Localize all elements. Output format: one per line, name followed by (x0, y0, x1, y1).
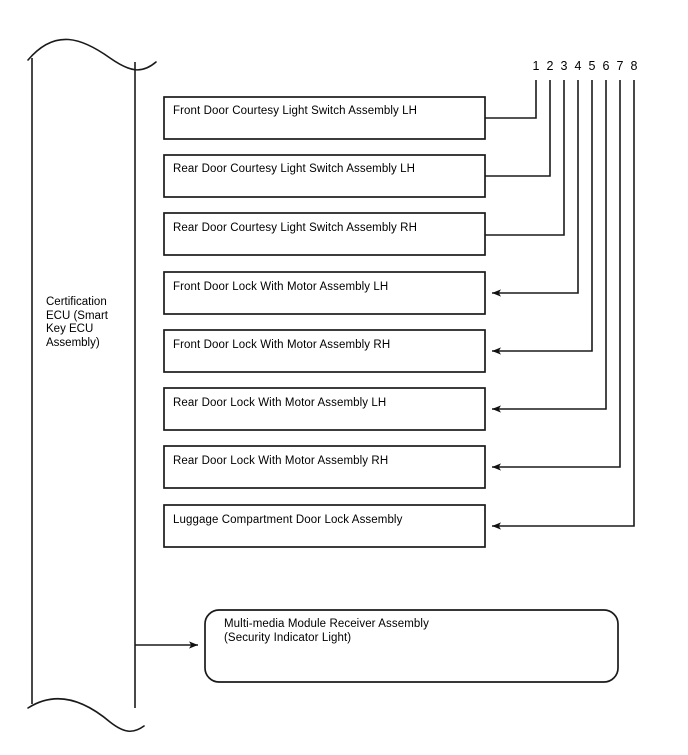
connector-number-1: 1 (532, 59, 540, 73)
multimedia-box (135, 609, 619, 683)
multimedia-label-line-1: Multi-media Module Receiver Assembly (224, 618, 429, 630)
ecu-title: Certification ECU (Smart Key ECU Assembl… (46, 296, 132, 350)
multimedia-label-line-2: (Security Indicator Light) (224, 632, 352, 644)
connector-number-3: 3 (560, 59, 568, 73)
ecu-title-line-4: Assembly) (46, 336, 100, 349)
connector-lines-in (492, 80, 635, 530)
connector-number-7: 7 (616, 59, 624, 73)
ecu-title-line-1: Certification (46, 296, 107, 308)
component-label-front-door-lock-motor-rh: Front Door Lock With Motor Assembly RH (173, 339, 391, 351)
component-label-luggage-compartment-door-lock: Luggage Compartment Door Lock Assembly (173, 514, 403, 526)
connector-number-2: 2 (546, 59, 554, 73)
component-label-rear-door-lock-motor-rh: Rear Door Lock With Motor Assembly RH (173, 455, 389, 467)
component-label-rear-door-lock-motor-lh: Rear Door Lock With Motor Assembly LH (173, 397, 387, 409)
connector-number-4: 4 (574, 59, 582, 73)
ecu-title-line-3: Key ECU (46, 323, 94, 335)
component-label-front-door-courtesy-light-switch-lh: Front Door Courtesy Light Switch Assembl… (173, 105, 418, 117)
component-label-front-door-lock-motor-lh: Front Door Lock With Motor Assembly LH (173, 281, 389, 293)
component-label-rear-door-courtesy-light-switch-lh: Rear Door Courtesy Light Switch Assembly… (173, 163, 416, 175)
connector-number-6: 6 (602, 59, 610, 73)
ecu-band (27, 38, 157, 732)
connector-number-8: 8 (630, 59, 638, 73)
connector-lines-out (485, 80, 565, 236)
ecu-title-line-2: ECU (Smart (46, 309, 108, 322)
component-boxes (163, 96, 486, 548)
component-label-rear-door-courtesy-light-switch-rh: Rear Door Courtesy Light Switch Assembly… (173, 222, 417, 234)
connector-number-5: 5 (588, 59, 596, 73)
